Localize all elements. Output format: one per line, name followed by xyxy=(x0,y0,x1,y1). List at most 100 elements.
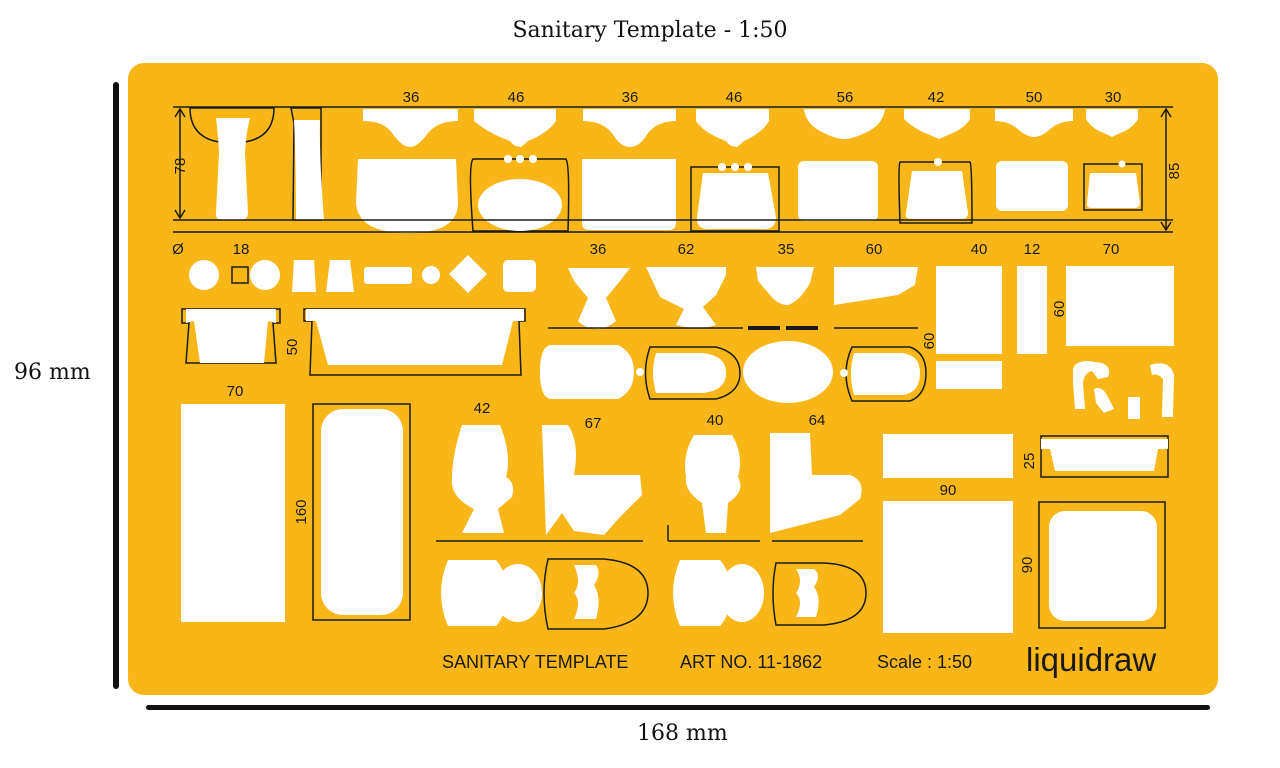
shower-tray-25-outline xyxy=(1040,435,1169,478)
large-sink-cutout xyxy=(306,309,524,365)
panel-40 xyxy=(936,266,1002,354)
template-footer: SANITARY TEMPLATE ART NO. 11-1862 Scale … xyxy=(442,652,972,672)
wc-elevation-large-3 xyxy=(685,435,741,533)
dimension-18-label: 18 xyxy=(233,241,250,258)
tap-hole xyxy=(1118,160,1126,168)
diameter-symbol: Ø xyxy=(172,241,184,258)
dimension-90-label: 90 xyxy=(1019,557,1036,574)
basin-front-3 xyxy=(583,109,676,147)
wc-dimension-label: 62 xyxy=(678,241,695,258)
wc-plans-small xyxy=(540,341,927,403)
tap-hole xyxy=(731,163,739,171)
wc-dimension-label: 67 xyxy=(585,415,602,432)
basin-width-label: 30 xyxy=(1105,89,1122,106)
basin-plan-1 xyxy=(356,159,458,233)
tap-symbol xyxy=(1094,388,1114,413)
dimension-78-label: 78 xyxy=(172,158,189,175)
dimension-12-label: 12 xyxy=(1024,241,1041,258)
basin-front-5 xyxy=(804,109,885,139)
sanitary-template-stencil: 36 46 36 46 56 42 50 30 78 85 Ø 18 50 70… xyxy=(128,63,1218,695)
round-cutout xyxy=(189,260,219,290)
basin-width-label: 56 xyxy=(837,89,854,106)
wc-dimension-label: 64 xyxy=(809,412,826,429)
wc-elevations-large: 42 67 40 64 xyxy=(436,400,863,542)
wc-plan-large-4-seat xyxy=(796,569,819,617)
wc-plan-hinge xyxy=(636,368,644,376)
panel-strip xyxy=(936,361,1002,389)
basin-plan-5 xyxy=(798,161,878,221)
basin-width-label: 50 xyxy=(1026,89,1043,106)
tumbler-cutout xyxy=(292,260,316,292)
basin-plan-2-bowl xyxy=(478,179,562,231)
shower-tray-25-cutout xyxy=(1041,439,1168,471)
dimension-60-label: 60 xyxy=(921,333,938,350)
wc-plan-2-outline xyxy=(644,346,741,400)
wc-plan-large-2-seat xyxy=(574,565,599,619)
basin-plan-3 xyxy=(582,159,676,230)
wc-elevation-large-1 xyxy=(451,425,514,533)
wc-top-dimensions: 36 62 35 60 xyxy=(590,241,883,258)
wc-dimension-label: 60 xyxy=(866,241,883,258)
basin-width-label: 36 xyxy=(622,89,639,106)
tap-hole xyxy=(516,155,524,163)
basin-width-label: 46 xyxy=(726,89,743,106)
basin-front-1 xyxy=(363,109,458,147)
basin-width-labels: 36 46 36 46 56 42 50 30 xyxy=(403,89,1122,106)
template-name: SANITARY TEMPLATE xyxy=(442,652,628,672)
tap-symbol xyxy=(1128,397,1140,419)
basin-row xyxy=(189,107,1143,233)
basin-plan-6-bowl xyxy=(905,171,968,219)
dimension-25-label: 25 xyxy=(1021,453,1038,470)
right-panels: 40 12 70 60 60 xyxy=(921,241,1174,419)
tap-hole xyxy=(718,163,726,171)
wc-elevation-1-cutout xyxy=(568,268,630,329)
dimension-60-label: 60 xyxy=(1051,301,1068,318)
basin-width-label: 46 xyxy=(508,89,525,106)
tap-hole xyxy=(529,155,537,163)
shower-tray-square-cutout xyxy=(1049,511,1157,621)
basin-front-7 xyxy=(995,109,1073,137)
basin-plan-6-outline xyxy=(898,161,973,224)
basin-front-8 xyxy=(1086,109,1138,137)
basin-width-label: 36 xyxy=(403,89,420,106)
dimension-50-label: 50 xyxy=(284,339,301,356)
square-outline xyxy=(231,266,249,284)
pedestal-basin-cutout xyxy=(215,118,250,220)
bathtub-cutout xyxy=(321,409,403,615)
wc-plan-large-3 xyxy=(673,560,732,626)
dimension-160-label: 160 xyxy=(293,499,310,524)
panel-70 xyxy=(1066,266,1174,346)
article-number: ART NO. 11-1862 xyxy=(680,652,822,672)
basin-plan-2-outline xyxy=(469,158,570,232)
wc-plan-3 xyxy=(743,341,833,403)
wc-elevation-2-cutout xyxy=(646,267,726,328)
basin-plan-8-bowl xyxy=(1086,173,1140,208)
wc-plan-large-3-bowl xyxy=(720,564,764,622)
dimension-85-label: 85 xyxy=(1166,163,1183,180)
tumbler-cutout xyxy=(326,260,354,292)
wc-plan-1 xyxy=(540,345,634,399)
small-sink-outline xyxy=(181,308,281,364)
width-dimension-label: 168 mm xyxy=(637,721,728,746)
shower-trays: 90 25 90 xyxy=(883,434,1169,633)
shower-tray-90-side xyxy=(883,434,1013,478)
page-title: Sanitary Template - 1:50 xyxy=(512,18,788,43)
tap-hole xyxy=(744,163,752,171)
tap-hole xyxy=(504,155,512,163)
tap-hole xyxy=(934,158,942,166)
small-round-cutout xyxy=(422,266,440,284)
shower-tray-plan xyxy=(181,404,285,622)
dimension-40-label: 40 xyxy=(971,241,988,258)
basin-plan-4-bowl xyxy=(696,173,776,229)
wc-plan-2-seat xyxy=(653,353,726,393)
wc-dimension-label: 36 xyxy=(590,241,607,258)
wc-elevations-small: 36 62 35 60 xyxy=(548,241,918,330)
width-scale-bar xyxy=(146,705,1210,710)
pedestal-side-cutout xyxy=(294,120,324,220)
brand-logo: liquidraw xyxy=(1026,641,1156,678)
dimension-90-label: 90 xyxy=(940,482,957,499)
basin-front-4 xyxy=(696,109,769,147)
sink-tubs: 50 70 xyxy=(181,308,526,400)
basin-front-2 xyxy=(474,109,556,147)
wc-dimension-label: 40 xyxy=(707,412,724,429)
